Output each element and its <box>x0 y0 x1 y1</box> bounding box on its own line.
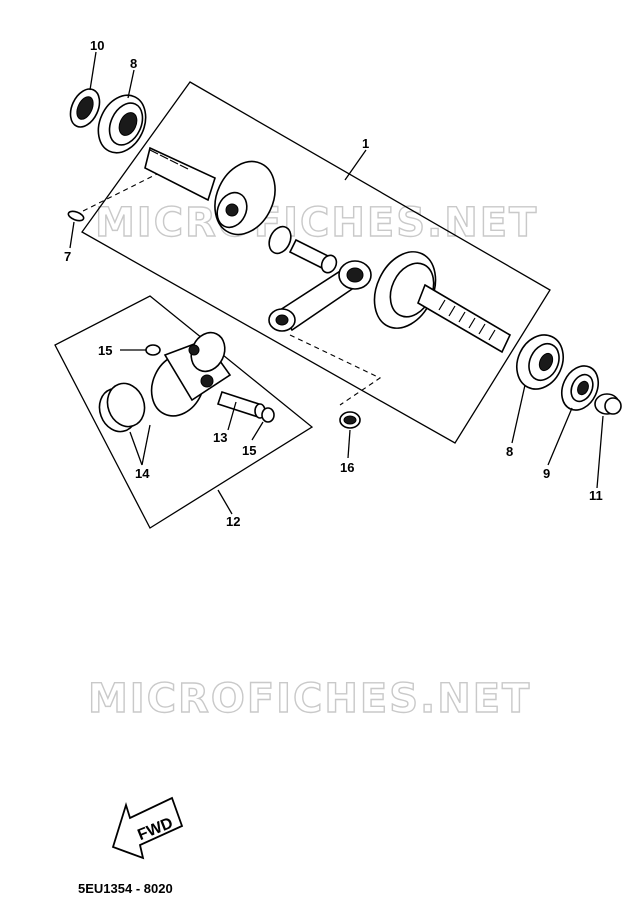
crankshaft-assembly-outline <box>81 81 551 444</box>
callout-16: 16 <box>340 460 354 475</box>
callout-11: 11 <box>589 488 603 503</box>
callout-12: 12 <box>226 514 240 529</box>
diagram-code: 5EU1354 - 8020 <box>78 881 173 896</box>
piston-pin-13 <box>216 390 266 419</box>
bearing-8-top <box>97 94 147 154</box>
piston <box>150 331 232 417</box>
callout-1: 1 <box>362 136 369 151</box>
watermark-bottom: MICROFICHES.NET <box>88 676 531 722</box>
dashed-guide-center <box>289 334 382 406</box>
crank-pin <box>268 225 338 274</box>
oil-seal-10 <box>69 88 101 128</box>
woodruff-key-7 <box>67 210 85 222</box>
callout-13: 13 <box>213 430 227 445</box>
collar-11 <box>594 393 622 415</box>
callout-10: 10 <box>90 38 104 53</box>
bearing-8-right <box>516 334 564 390</box>
dashed-guide-left <box>74 169 166 216</box>
callout-9: 9 <box>543 466 550 481</box>
callout-15-left: 15 <box>98 343 112 358</box>
circlip-15-right <box>261 407 275 423</box>
fwd-arrow-icon: FWD <box>111 796 184 860</box>
circlip-15-left <box>145 344 161 356</box>
piston-rings-14 <box>98 382 146 433</box>
callout-14: 14 <box>135 466 150 481</box>
watermark-top: MICROFICHES.NET <box>95 200 538 246</box>
small-end-bearing-16 <box>339 411 361 429</box>
callout-8-top: 8 <box>130 56 137 71</box>
connecting-rod <box>268 260 372 332</box>
leader-lines <box>69 51 604 515</box>
oil-seal-9 <box>560 365 600 411</box>
crankshaft-right-half <box>373 251 512 354</box>
callout-8-right: 8 <box>506 444 513 459</box>
piston-assembly-outline <box>54 295 314 529</box>
crankshaft-left-half <box>144 146 276 236</box>
callout-15-right: 15 <box>242 443 256 458</box>
callout-7: 7 <box>64 249 71 264</box>
